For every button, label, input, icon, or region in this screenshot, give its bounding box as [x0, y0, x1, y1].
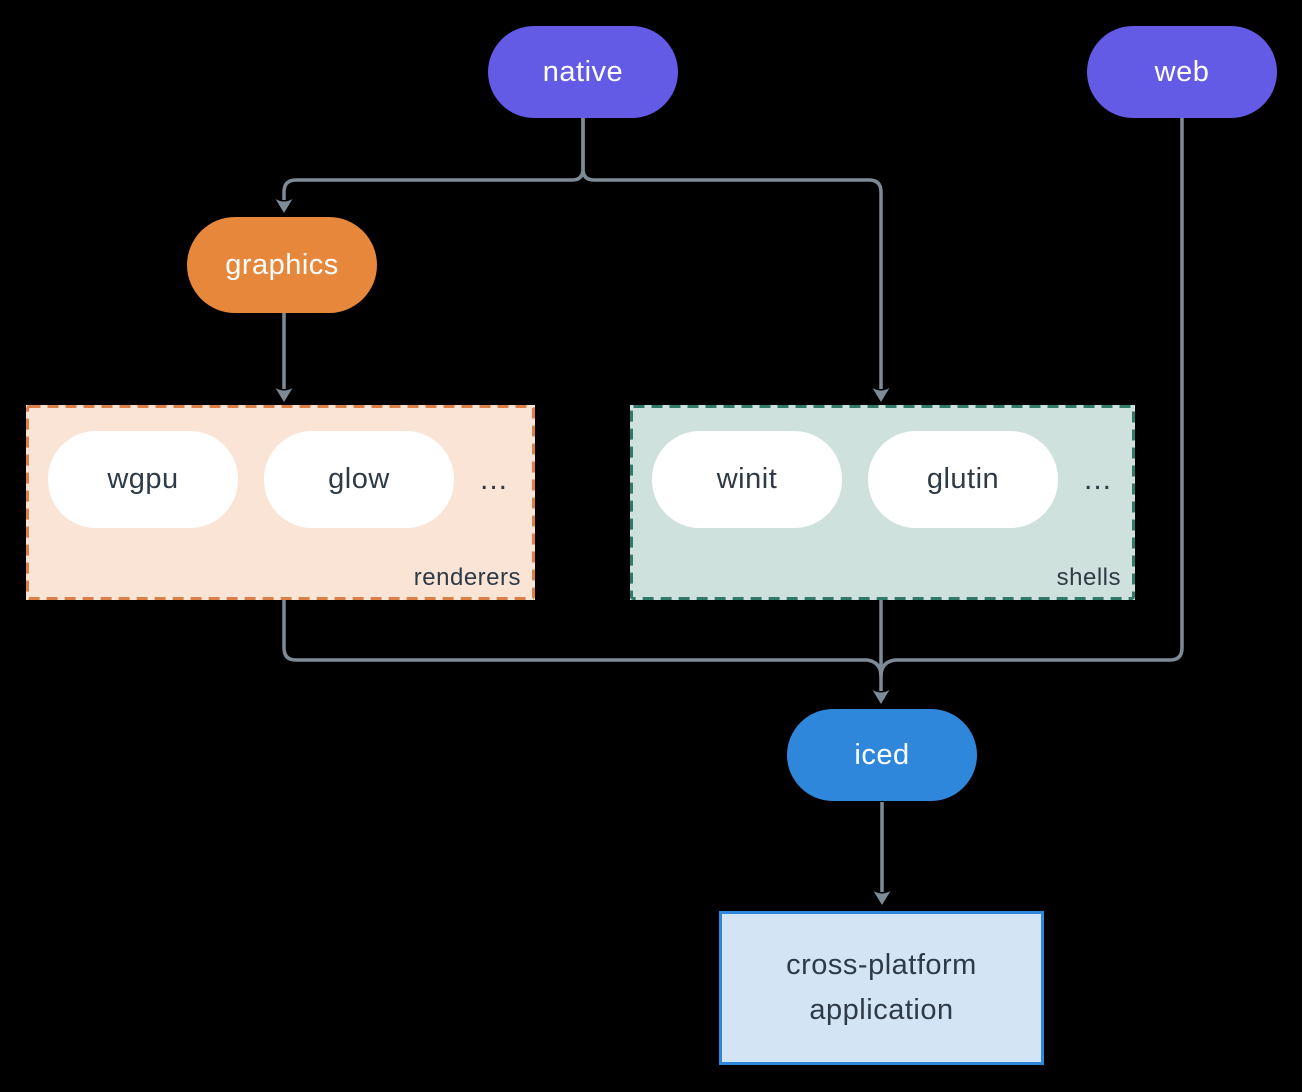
group-shells: winit glutin ... shells [630, 405, 1135, 600]
node-wgpu-label: wgpu [107, 463, 179, 495]
edge-renderers-iced [282, 600, 883, 677]
node-application: cross-platform application [719, 911, 1044, 1065]
node-native: native [488, 26, 678, 118]
arrowhead-iced [872, 690, 890, 704]
node-graphics: graphics [187, 217, 377, 313]
group-renderers: wgpu glow ... renderers [26, 405, 535, 600]
renderers-pill-row: wgpu glow ... [48, 431, 508, 528]
shells-pill-row: winit glutin ... [652, 431, 1112, 528]
node-web: web [1087, 26, 1277, 118]
arrowhead-graphics [275, 199, 293, 213]
node-winit: winit [652, 431, 842, 528]
node-iced-label: iced [854, 738, 910, 771]
node-web-label: web [1154, 55, 1210, 88]
arrowhead-renderers [275, 388, 293, 402]
node-glow: glow [264, 431, 454, 528]
node-graphics-label: graphics [225, 248, 339, 281]
edge-native-shells [581, 118, 883, 389]
shells-dashed-border [630, 405, 1135, 600]
shells-ellipsis: ... [1084, 462, 1113, 496]
application-label-line1: cross-platform [786, 949, 977, 982]
arrowhead-application [873, 891, 891, 905]
application-label-line2: application [809, 994, 954, 1026]
edge-native-graphics [282, 118, 585, 200]
renderers-dashed-border [26, 405, 535, 600]
node-iced: iced [787, 709, 977, 801]
node-native-label: native [542, 55, 624, 88]
node-glutin-label: glutin [926, 463, 1000, 495]
shells-group-label: shells [1056, 564, 1121, 591]
node-wgpu: wgpu [48, 431, 238, 528]
renderers-ellipsis: ... [480, 462, 509, 496]
renderers-group-label: renderers [413, 564, 521, 591]
arrowhead-shells [872, 388, 890, 402]
node-winit-label: winit [716, 463, 778, 495]
node-glow-label: glow [328, 463, 390, 495]
node-glutin: glutin [868, 431, 1058, 528]
